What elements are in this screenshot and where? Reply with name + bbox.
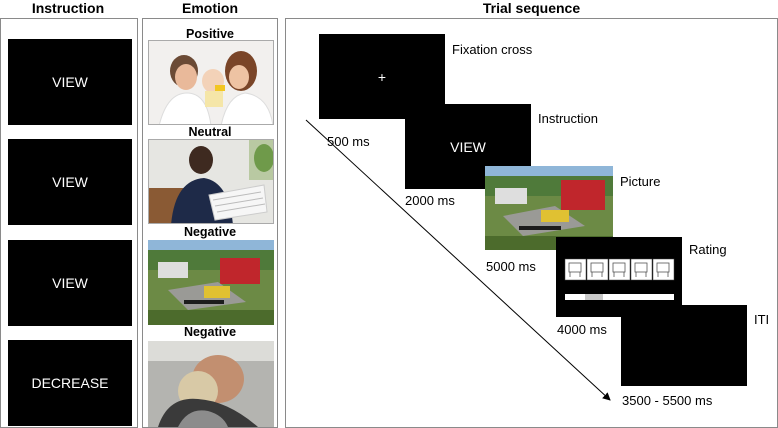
fixation-duration: 500 ms	[327, 134, 370, 149]
emotion-header: Emotion	[182, 0, 238, 16]
trial-sequence-header: Trial sequence	[482, 0, 581, 16]
rating-step-label: Rating	[689, 242, 727, 257]
picture-duration: 5000 ms	[486, 259, 536, 274]
negative-accident-photo	[148, 240, 274, 325]
emotion-panel: Positive Neutral Negative	[142, 18, 278, 428]
iti-duration: 3500 - 5500 ms	[622, 393, 713, 408]
instruction-duration: 2000 ms	[405, 193, 455, 208]
positive-family-photo	[148, 40, 274, 125]
neutral-man-reading-photo	[148, 139, 274, 224]
emotion-label-neutral: Neutral	[188, 125, 232, 139]
emotion-label-negative-1: Negative	[183, 225, 237, 239]
fixation-cross-label: Fixation cross	[452, 42, 533, 57]
instruction-panel: VIEW VIEW VIEW DECREASE	[0, 18, 138, 428]
instruction-header: Instruction	[31, 0, 105, 16]
instruction-screen-3: VIEW	[8, 240, 132, 326]
instruction-screen-2: VIEW	[8, 139, 132, 225]
iti-step-label: ITI	[754, 312, 770, 327]
instruction-step-label: Instruction	[538, 111, 598, 126]
instruction-screen-4: DECREASE	[8, 340, 132, 426]
picture-step-label: Picture	[620, 174, 661, 189]
negative-embrace-photo	[148, 341, 274, 427]
emotion-label-negative-2: Negative	[183, 325, 237, 339]
rating-screen	[556, 237, 682, 317]
emotion-label-positive: Positive	[186, 27, 234, 41]
instruction-screen-1: VIEW	[8, 39, 132, 125]
iti-screen	[621, 305, 747, 386]
rating-duration: 4000 ms	[557, 322, 607, 337]
